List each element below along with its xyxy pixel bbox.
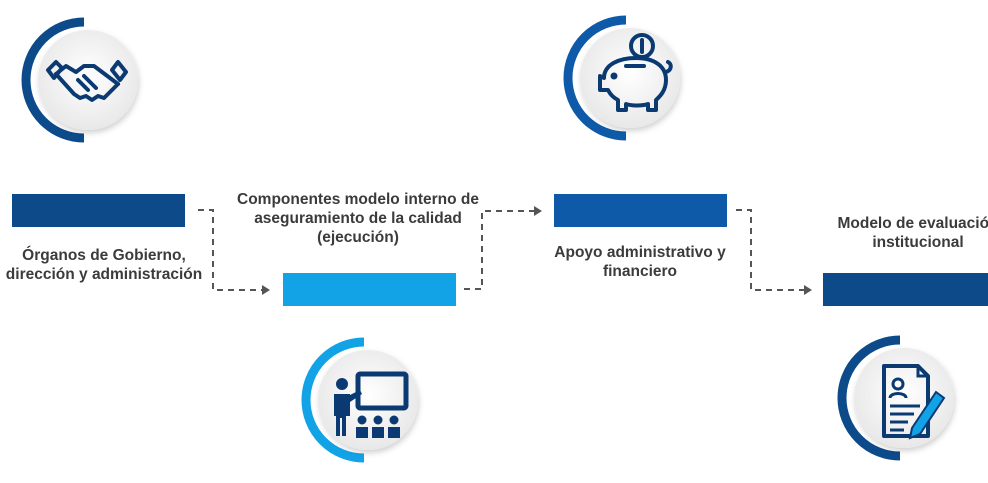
step-2-icon-circle (298, 334, 430, 466)
step-1-label: Órganos de Gobierno, dirección y adminis… (5, 247, 203, 283)
step-4-label: Modelo de evaluación institucional (837, 215, 988, 251)
step-3-icon-circle (560, 12, 692, 144)
connector-arrow-1 (198, 209, 270, 295)
step-2-bar (283, 273, 456, 306)
step-3-bar (554, 194, 727, 227)
step-4-icon-circle (834, 332, 966, 464)
classroom-teacher-icon (334, 371, 409, 438)
piggy-bank-icon (598, 33, 673, 112)
connector-arrow-2 (464, 206, 542, 290)
connector-arrow-3 (736, 209, 812, 295)
step-4-bar (823, 273, 988, 306)
cropped-title (220, 0, 780, 6)
handshake-icon (46, 60, 128, 102)
step-3-label: Apoyo administrativo y financiero (554, 244, 726, 280)
step-1-icon-circle (18, 14, 150, 146)
step-1-bar (12, 194, 185, 227)
document-edit-icon (882, 364, 946, 440)
step-2-label: Componentes modelo interno de aseguramie… (237, 191, 479, 246)
